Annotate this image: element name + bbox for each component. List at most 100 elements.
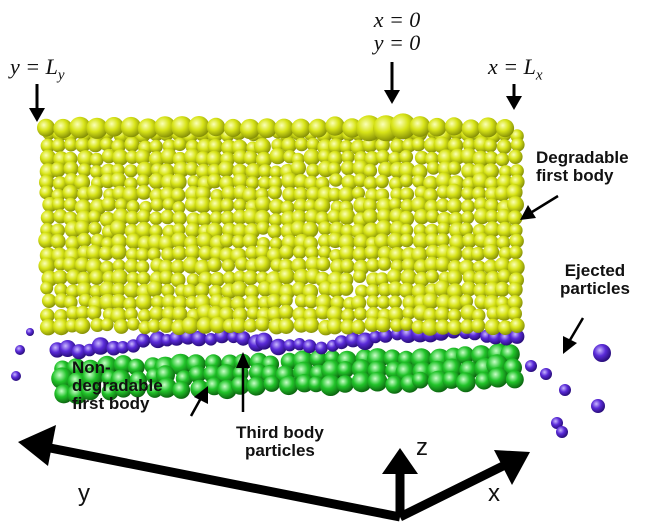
yellow-particle bbox=[437, 222, 451, 236]
yellow-particle bbox=[483, 139, 497, 153]
yellow-particle bbox=[424, 256, 440, 273]
yellow-particle bbox=[172, 245, 187, 261]
label-y0: y = 0 bbox=[373, 30, 421, 56]
yellow-particle bbox=[306, 137, 320, 152]
axis-label-z: z bbox=[416, 434, 428, 461]
yellow-particle bbox=[495, 119, 515, 138]
yellow-particle bbox=[245, 163, 262, 180]
blue-particle bbox=[26, 328, 34, 336]
yellow-particle bbox=[495, 303, 513, 321]
yellow-particle bbox=[398, 210, 415, 227]
yellow-particle bbox=[172, 211, 187, 226]
yellow-particle bbox=[266, 293, 282, 310]
green-particle bbox=[279, 375, 299, 396]
axis-label-x: x bbox=[488, 480, 500, 507]
yellow-particle bbox=[508, 149, 523, 164]
yellow-particle bbox=[194, 196, 212, 214]
yellow-particle bbox=[445, 183, 463, 201]
yellow-particle bbox=[245, 176, 260, 190]
yellow-particle bbox=[422, 307, 439, 323]
green-particle bbox=[308, 376, 325, 393]
yellow-particle bbox=[231, 281, 248, 298]
yellow-particle bbox=[99, 281, 116, 298]
green-particle bbox=[456, 346, 475, 365]
yellow-particle bbox=[447, 161, 462, 175]
yellow-particle bbox=[483, 163, 499, 180]
yellow-particle bbox=[255, 151, 272, 168]
yellow-particle bbox=[461, 281, 477, 297]
label-y-ly: y = Ly bbox=[10, 54, 65, 84]
green-particle bbox=[215, 364, 237, 385]
yellow-particle bbox=[325, 116, 345, 136]
yellow-particle bbox=[274, 118, 294, 139]
yellow-particle bbox=[402, 306, 416, 320]
yellow-particle bbox=[269, 213, 283, 227]
yellow-particle bbox=[278, 304, 294, 320]
green-particle bbox=[169, 353, 192, 376]
yellow-particle bbox=[386, 269, 402, 284]
yellow-particle bbox=[353, 307, 368, 321]
blue-particle bbox=[302, 339, 317, 354]
yellow-particle bbox=[447, 308, 462, 323]
yellow-particle bbox=[365, 284, 380, 299]
yellow-particle bbox=[150, 295, 165, 310]
yellow-particle bbox=[181, 316, 199, 334]
yellow-particle bbox=[281, 172, 298, 190]
yellow-particle bbox=[231, 317, 247, 334]
yellow-particle bbox=[507, 282, 523, 298]
yellow-particle bbox=[269, 165, 283, 179]
yellow-particle bbox=[363, 176, 378, 191]
yellow-particle bbox=[327, 162, 342, 176]
yellow-particle bbox=[293, 268, 311, 286]
arrow-y-ly bbox=[29, 84, 45, 122]
yellow-particle bbox=[186, 273, 200, 287]
blue-particle bbox=[71, 344, 87, 360]
yellow-particle bbox=[351, 319, 366, 335]
yellow-particle bbox=[39, 319, 57, 336]
yellow-particle bbox=[485, 209, 499, 224]
yellow-particle bbox=[498, 320, 513, 335]
yellow-particle bbox=[447, 319, 463, 336]
yellow-particle bbox=[462, 138, 477, 152]
blue-particle bbox=[11, 371, 21, 381]
yellow-particle bbox=[327, 187, 342, 202]
yellow-particle bbox=[294, 137, 309, 152]
label-ejected-particles: Ejected particles bbox=[560, 261, 630, 298]
yellow-particle bbox=[293, 187, 309, 203]
yellow-particle bbox=[388, 151, 402, 166]
yellow-particle bbox=[100, 318, 114, 332]
yellow-particle bbox=[341, 174, 358, 191]
yellow-particle bbox=[412, 174, 426, 188]
yellow-particle bbox=[473, 270, 489, 287]
yellow-particle bbox=[209, 271, 225, 287]
ejected-particle bbox=[591, 399, 605, 413]
yellow-particle bbox=[86, 244, 103, 261]
yellow-particle bbox=[423, 188, 438, 203]
yellow-particle bbox=[510, 137, 525, 152]
yellow-particle bbox=[253, 138, 271, 155]
yellow-particle bbox=[220, 210, 235, 226]
yellow-particle bbox=[399, 233, 414, 248]
yellow-particle bbox=[267, 185, 282, 200]
yellow-particle bbox=[196, 163, 212, 180]
yellow-particle bbox=[122, 186, 140, 204]
yellow-particle bbox=[50, 233, 66, 250]
yellow-particle bbox=[318, 245, 332, 259]
yellow-particle bbox=[126, 317, 140, 331]
yellow-particle bbox=[113, 319, 129, 334]
yellow-particle bbox=[339, 245, 356, 262]
yellow-particle bbox=[303, 148, 321, 166]
yellow-particle bbox=[474, 197, 489, 212]
green-particle bbox=[127, 358, 145, 376]
yellow-particle bbox=[341, 150, 355, 164]
label-third-body-particles: Third body particles bbox=[236, 423, 324, 460]
green-particle bbox=[442, 370, 461, 389]
yellow-particle bbox=[221, 259, 235, 273]
yellow-particle bbox=[39, 185, 54, 200]
yellow-particle bbox=[340, 258, 355, 274]
yellow-particle bbox=[316, 257, 331, 272]
blue-particle bbox=[509, 329, 525, 344]
yellow-particle bbox=[421, 319, 439, 336]
yellow-particle bbox=[101, 196, 117, 212]
